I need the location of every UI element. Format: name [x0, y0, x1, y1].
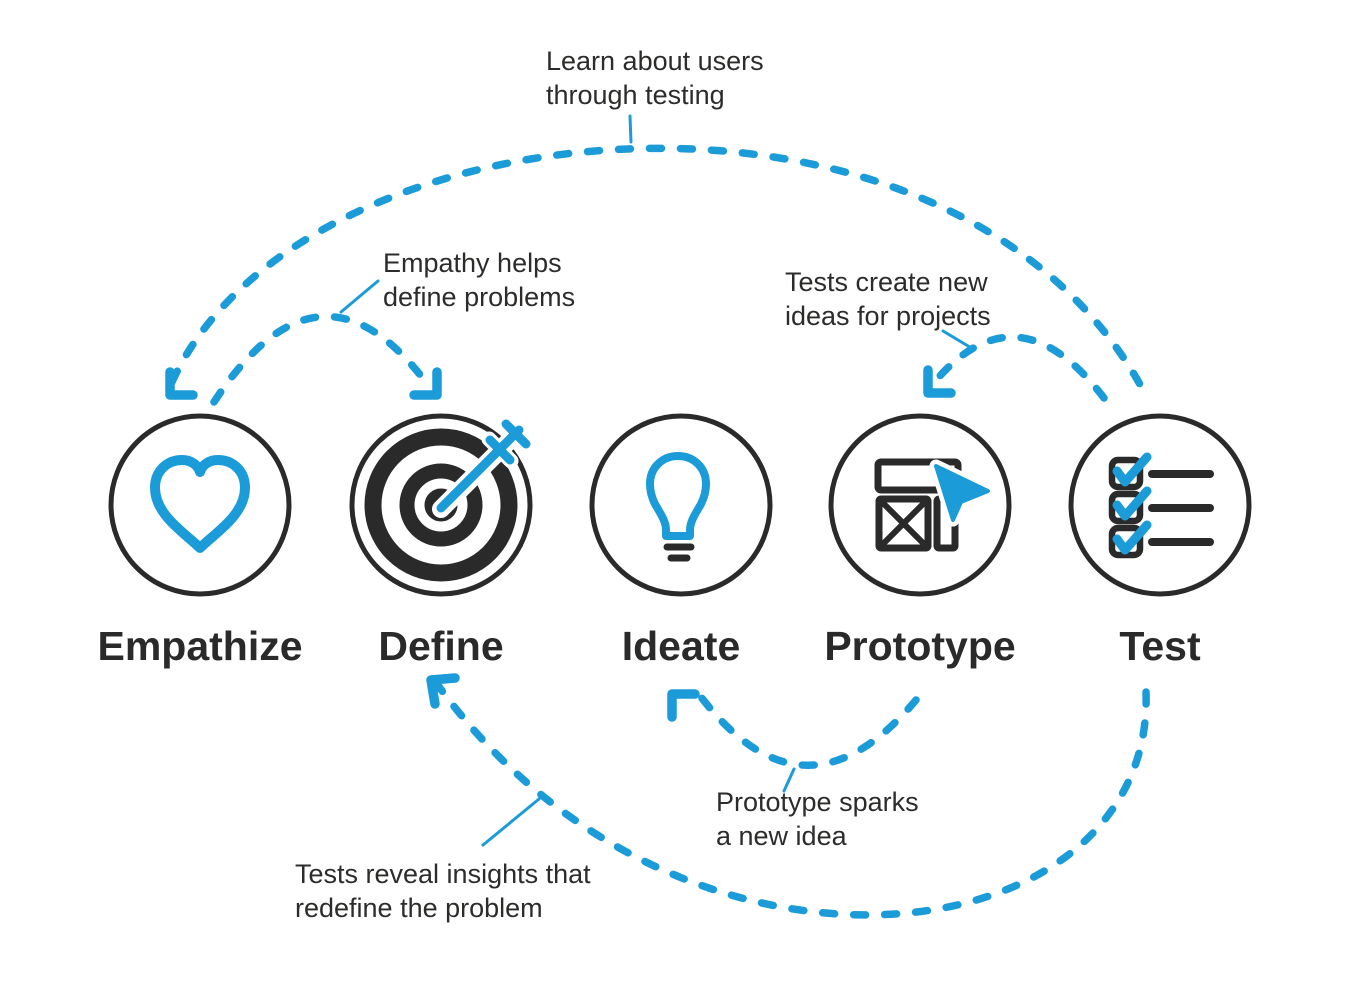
stage-circle-ideate: [589, 413, 773, 597]
annotation-prototype-sparks: Prototype sparks a new idea: [716, 787, 919, 852]
checklist-icon: [1108, 452, 1214, 559]
arc-test-to-prototype: [923, 333, 1108, 402]
leader-prototype-sparks: [782, 767, 796, 793]
arc-prototype-to-ideate: [667, 689, 920, 769]
arrowhead-ideate-icon: [667, 689, 700, 722]
arc-test-to-define: [426, 673, 1150, 919]
stage-circle-empathize: [108, 413, 292, 597]
bullseye-arrow-icon: [364, 415, 535, 582]
arrowhead-define-top-icon: [409, 367, 442, 400]
stage-label-ideate: Ideate: [621, 623, 741, 669]
annotation-empathy-helps: Empathy helps define problems: [383, 248, 576, 313]
leader-empathy-helps: [339, 279, 380, 314]
stage-label-test: Test: [1119, 623, 1201, 669]
annotation-tests-reveal: Tests reveal insights that redefine the …: [295, 859, 591, 924]
stage-label-define: Define: [378, 623, 504, 669]
stage-label-empathize: Empathize: [97, 623, 303, 669]
annotation-learn-about-users: Learn about users through testing: [546, 46, 764, 111]
lightbulb-icon: [646, 452, 710, 562]
leader-learn-about-users: [628, 114, 633, 144]
arrowhead-define-bottom-icon: [426, 673, 460, 709]
arrowhead-empathize-icon: [165, 367, 198, 400]
annotation-tests-create: Tests create new ideas for projects: [785, 267, 991, 332]
wireframe-cursor-icon: [874, 458, 995, 552]
heart-icon: [150, 455, 250, 553]
arc-empathize-to-define: [210, 313, 442, 406]
stage-label-prototype: Prototype: [824, 623, 1016, 669]
leader-tests-reveal: [481, 797, 541, 847]
arc-test-to-empathize: [165, 144, 1146, 400]
leader-tests-create: [941, 329, 975, 351]
arrowhead-prototype-icon: [923, 365, 956, 398]
